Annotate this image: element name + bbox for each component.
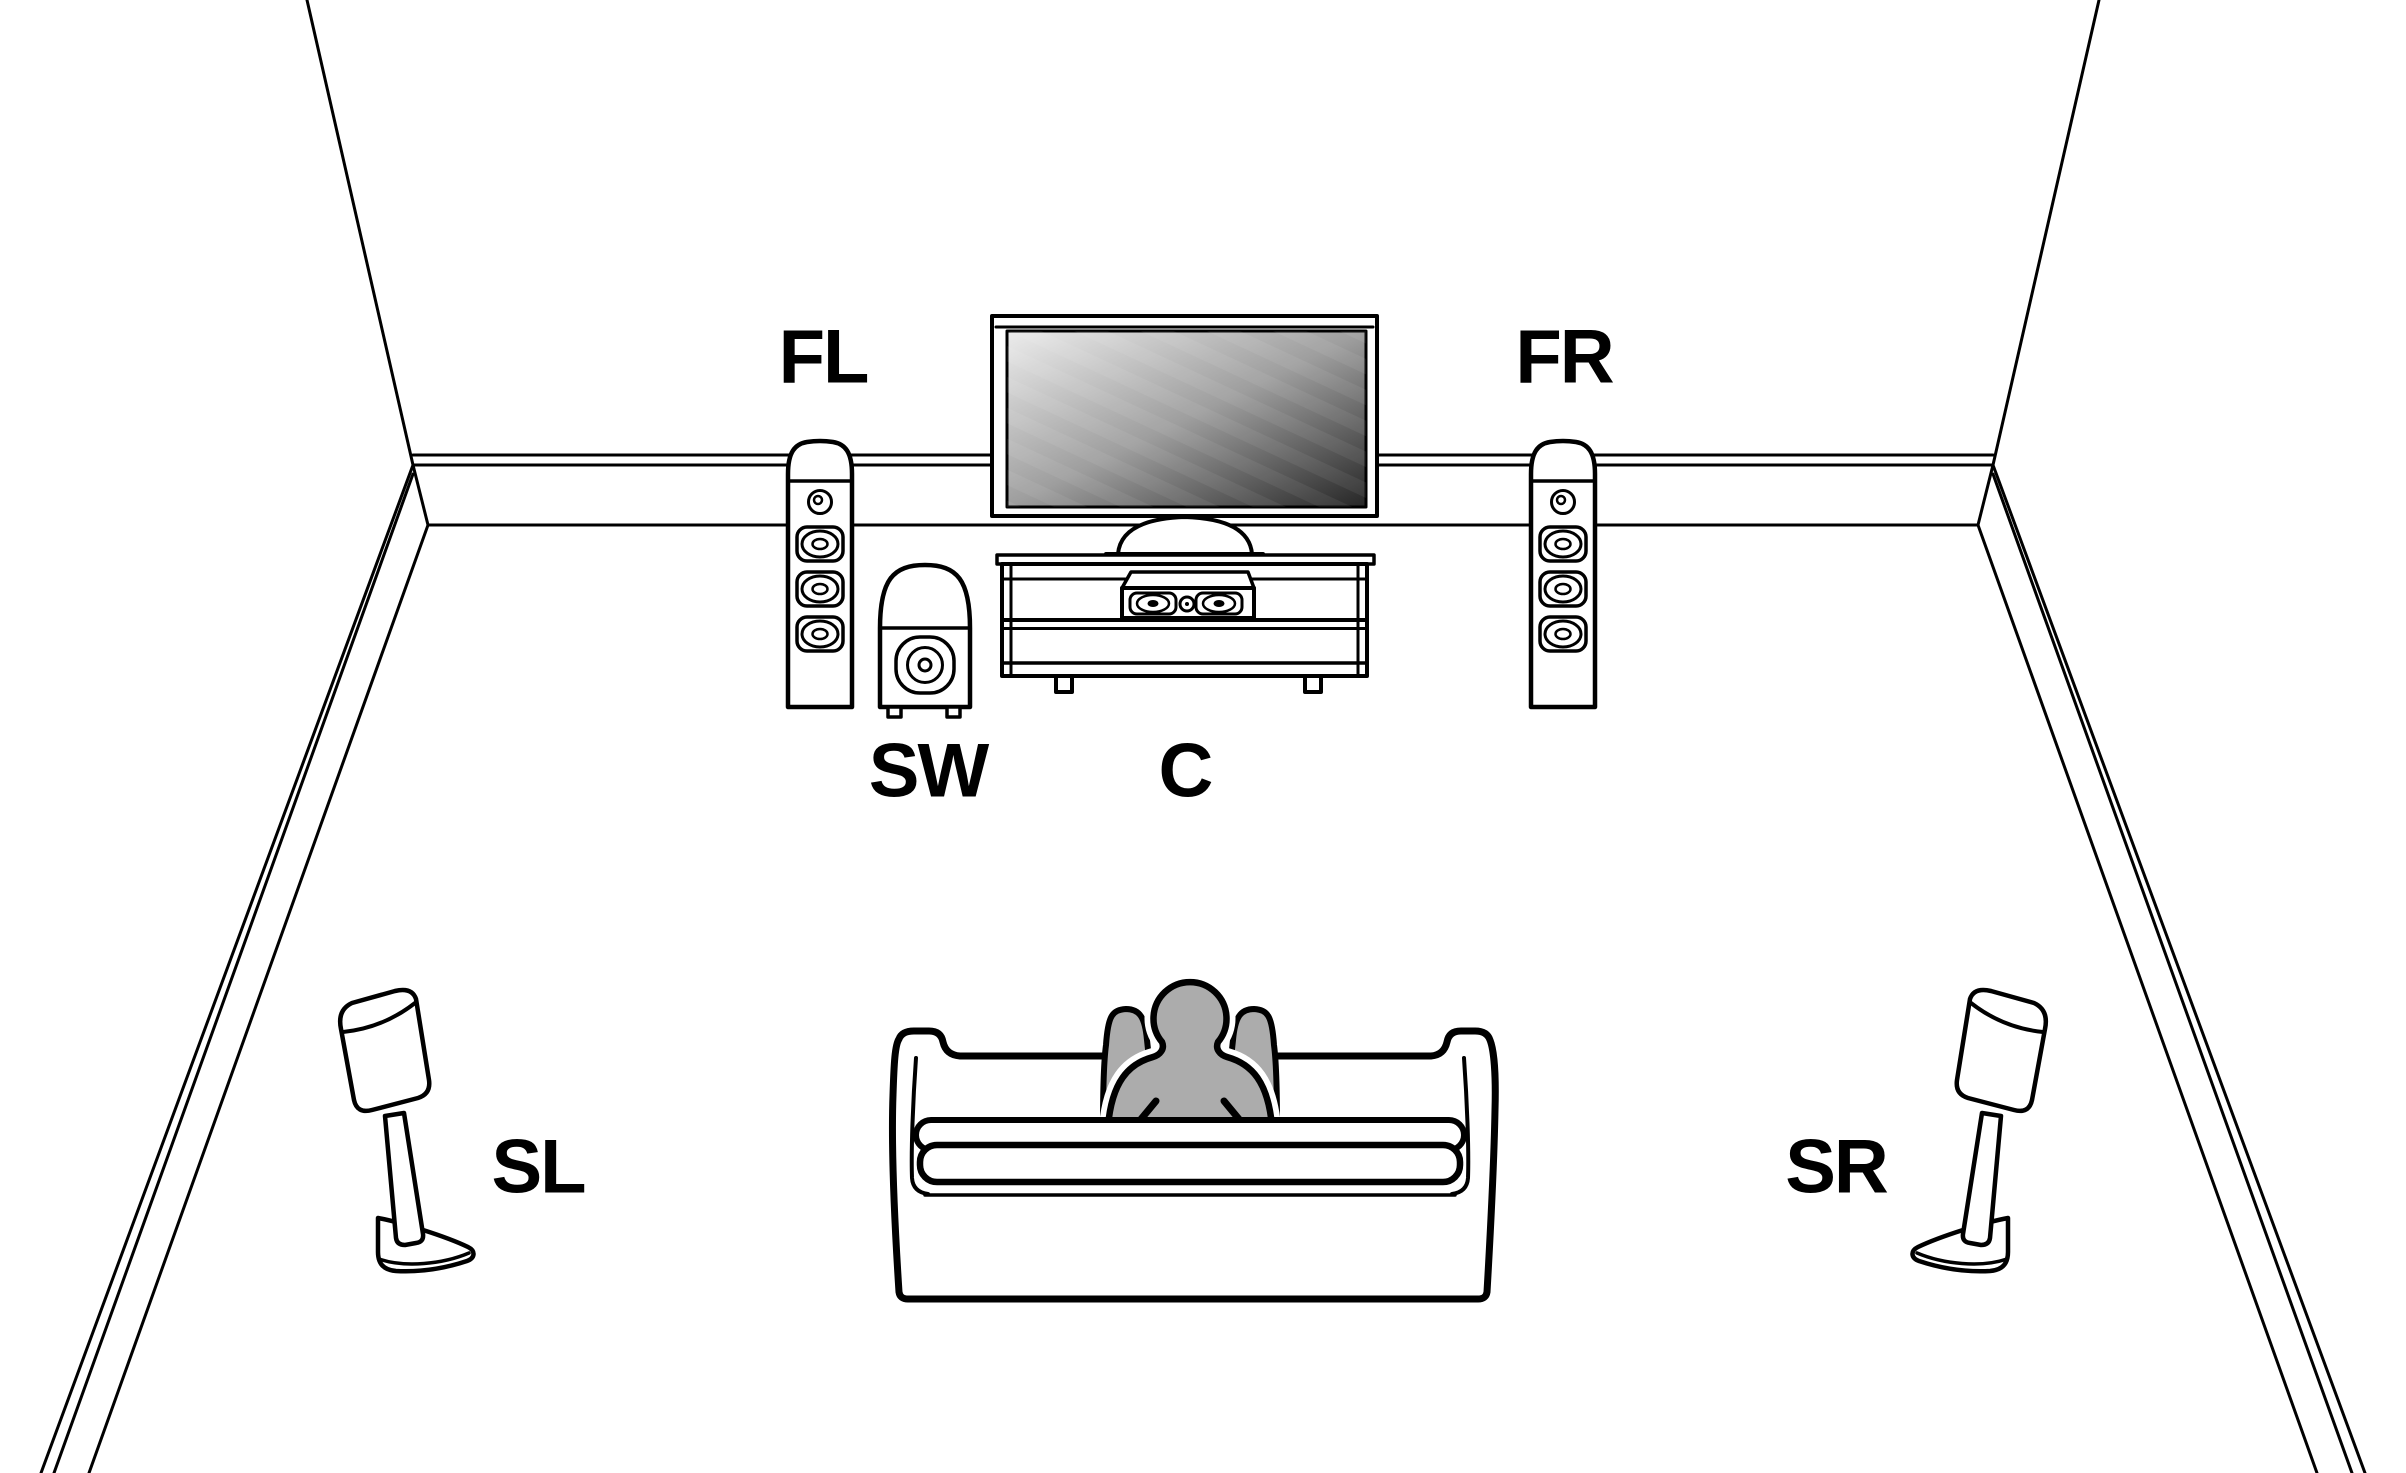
right-wall-corner-line [1991,0,2101,467]
front-left-tower-speaker [788,441,852,707]
listener-head-torso [1104,978,1276,1130]
subwoofer-label: SW [868,728,989,814]
left-wall-corner-line [305,0,415,467]
surround-right-speaker [1912,990,2045,1271]
front-right-tower-speaker [1531,441,1595,707]
center-speaker-label: C [1158,728,1214,814]
sofa-cushions [913,1117,1467,1186]
surround-right-speaker-label: SR [1785,1124,1889,1210]
tv-stand-right-foot [1303,674,1323,694]
center-speaker [1120,570,1256,620]
front-left-speaker-label: FL [778,314,870,400]
tv-pedestal [1116,515,1254,556]
tv-stand-left-foot [1054,674,1074,694]
surround-left-speaker-label: SL [491,1124,586,1210]
listener [1099,973,1281,1135]
tv [990,314,1379,556]
subwoofer [877,562,973,719]
front-right-speaker-label: FR [1515,314,1614,400]
surround-left-speaker [340,990,473,1271]
